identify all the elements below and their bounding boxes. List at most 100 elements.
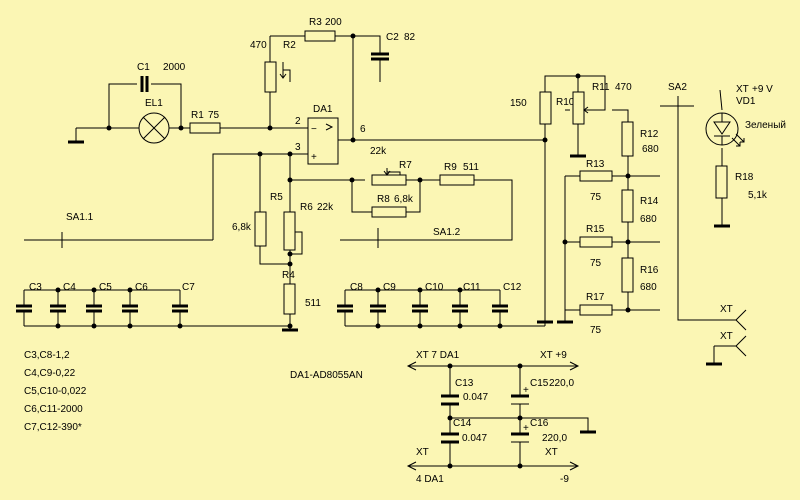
r10-value: 150 (510, 98, 527, 109)
switch-sa2: SA2 (660, 82, 694, 107)
r2-label: R2 (283, 40, 296, 51)
r14-label: R14 (640, 196, 659, 207)
sa2-label: SA2 (668, 82, 687, 93)
r11-label: R11 (592, 82, 610, 93)
led-vd1: XT +9 V VD1 Зеленый (705, 84, 786, 147)
c2-label: C2 (386, 32, 399, 43)
c1-label: C1 (137, 62, 150, 73)
sa1-2-label: SA1.2 (433, 227, 461, 238)
r12-label: R12 (640, 129, 659, 140)
c13-label: C13 (455, 378, 474, 389)
cap-c11-label: C11 (463, 282, 481, 293)
r12-value: 680 (642, 144, 659, 155)
r7-label: R7 (399, 160, 412, 171)
r3-value: 200 (325, 17, 342, 28)
cap-values-note-2: C4,C9-0,22 (24, 368, 76, 379)
cap-values-note-4: C6,C11-2000 (24, 404, 83, 415)
resistor-r2: R2 470 (250, 40, 296, 93)
connector-arrows (406, 309, 747, 471)
cap-c6-label: C6 (135, 282, 148, 293)
power-top-left-label: XT 7 DA1 (416, 350, 460, 361)
r6-label: R6 (300, 202, 313, 213)
c2-value: 82 (404, 32, 416, 43)
potentiometer-r6: R6 22k (283, 202, 334, 251)
wires (24, 35, 736, 467)
power-supply: C13 0.047 C14 0.047 C15 220,0 + C16 220,… (416, 350, 574, 485)
r17-value: 75 (590, 325, 602, 336)
r10-label: R10 (556, 97, 575, 108)
r8-label: R8 (377, 194, 390, 205)
r16-label: R16 (640, 265, 659, 276)
r7-value: 22k (370, 146, 387, 157)
cap-c5-label: C5 (99, 282, 112, 293)
r4-label: R4 (282, 270, 295, 281)
c15-value: 220,0 (549, 378, 574, 389)
cap-c8-label: C8 (350, 282, 363, 293)
r8-value: 6,8k (394, 194, 414, 205)
r14-value: 680 (640, 214, 657, 225)
power-bottom-left-label: 4 DA1 (416, 474, 444, 485)
cap-c3-label: C3 (29, 282, 42, 293)
junction-dots (55, 33, 631, 469)
vd1-color: Зеленый (745, 120, 786, 131)
power-top-right-label: XT +9 (540, 350, 567, 361)
capacitor-c1: C1 2000 (137, 62, 186, 92)
resistor-r8: R8 6,8k (371, 194, 414, 248)
capacitor-c2: C2 82 (371, 32, 416, 82)
switch-sa1-2: SA1.2 (433, 227, 461, 238)
r15-value: 75 (590, 258, 602, 269)
resistor-r12: R12 680 (621, 121, 659, 157)
cap-c10-label: C10 (425, 282, 444, 293)
r9-label: R9 (444, 162, 457, 173)
sa1-1-label: SA1.1 (66, 212, 94, 223)
da1-pin3: 3 (295, 142, 301, 153)
resistor-r17: R17 75 (579, 292, 613, 336)
resistor-r4: R4 511 (282, 270, 321, 315)
cap-c12-label: C12 (503, 282, 522, 293)
cap-values-note-5: C7,C12-390* (24, 422, 82, 433)
r11-value: 470 (615, 82, 632, 93)
cap-c9-label: C9 (383, 282, 396, 293)
c14-label: C14 (453, 418, 472, 429)
resistor-r9: R9 511 (439, 162, 479, 186)
r18-value: 5,1k (748, 190, 768, 201)
r18-label: R18 (735, 172, 754, 183)
r13-label: R13 (586, 159, 605, 170)
c14-value: 0.047 (462, 433, 487, 444)
resistor-r13: R13 75 (579, 159, 613, 203)
resistor-r16: R16 680 (621, 257, 659, 293)
cap-c7-label: C7 (182, 282, 195, 293)
ground-symbols (68, 140, 730, 434)
r1-value: 75 (208, 110, 220, 121)
r5-label: R5 (270, 192, 283, 203)
potentiometer-r7: R7 22k (370, 146, 412, 186)
resistor-r3: R3 200 (304, 17, 342, 42)
da1-pin2: 2 (295, 116, 301, 127)
cap-values-note-3: C5,C10-0,022 (24, 386, 87, 397)
cap-bank-right: C8 C9 C10 C11 C12 (337, 282, 522, 326)
c1-value: 2000 (163, 62, 186, 73)
vd1-xt: XT (736, 84, 749, 95)
el1-label: EL1 (145, 98, 163, 109)
resistor-r15: R15 75 (579, 224, 613, 269)
da1-label: DA1 (313, 104, 333, 115)
potentiometer-r11: R11 470 (572, 82, 632, 125)
resistor-r14: R14 680 (621, 189, 659, 225)
c16-label: C16 (530, 418, 549, 429)
part-number: DA1-AD8055AN (290, 370, 363, 381)
resistor-r10: R10 150 (510, 91, 575, 125)
r17-label: R17 (586, 292, 605, 303)
da1-plus: + (311, 152, 317, 163)
power-mid-right-label: XT (545, 447, 558, 458)
r16-value: 680 (640, 282, 657, 293)
r6-value: 22k (317, 202, 334, 213)
r5-value: 6,8k (232, 222, 252, 233)
c16-plus: + (523, 423, 529, 434)
resistor-r18: R18 5,1k (715, 165, 768, 201)
resistor-r5: R5 6,8k (232, 192, 283, 247)
opamp-da1: − + DA1 2 3 6 (295, 104, 366, 165)
vd1-supply: +9 V (752, 84, 773, 95)
r13-value: 75 (590, 192, 602, 203)
switch-sa1-1: SA1.1 (61, 212, 94, 248)
